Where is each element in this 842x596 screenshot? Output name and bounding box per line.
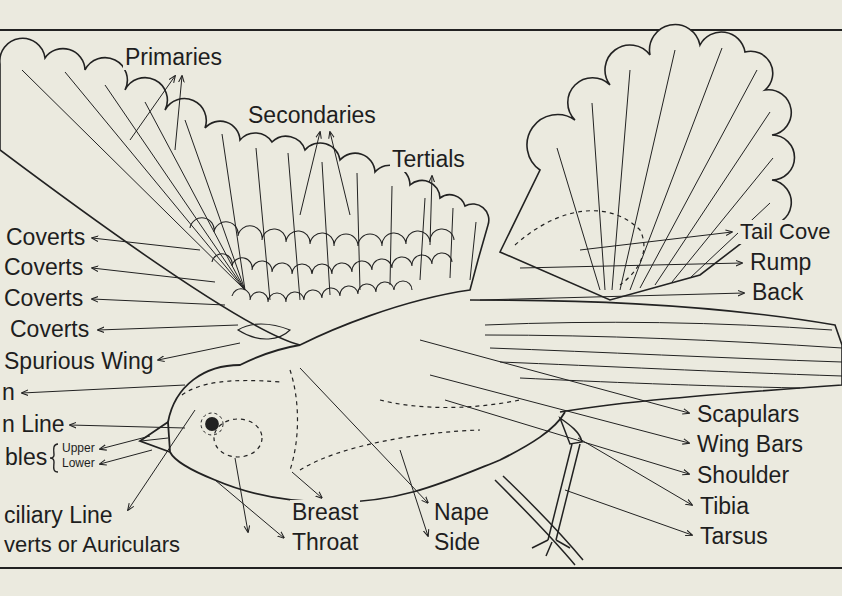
bird-body: [140, 345, 565, 502]
part-label: n: [0, 380, 17, 405]
bracket: [50, 444, 58, 472]
part-label: Shoulder: [695, 463, 791, 488]
part-label: verts or Auriculars: [2, 533, 182, 557]
part-label: Wing Bars: [695, 432, 805, 457]
part-label: Secondaries: [246, 103, 378, 128]
bracket-label: Lower: [60, 457, 97, 470]
part-label: Side: [432, 530, 482, 555]
part-label: Tertials: [390, 147, 467, 172]
part-label: Coverts: [2, 286, 85, 311]
part-label: Spurious Wing: [2, 349, 156, 374]
part-label: Primaries: [123, 45, 224, 70]
part-label: Rump: [748, 250, 813, 275]
part-label: n Line: [0, 412, 67, 437]
part-label: Nape: [432, 500, 491, 525]
tail: [470, 300, 842, 412]
part-label: Coverts: [4, 225, 87, 250]
part-label: Scapulars: [695, 402, 801, 427]
part-label: Back: [750, 280, 805, 305]
part-label: Coverts: [2, 255, 85, 280]
part-label: Throat: [290, 530, 360, 555]
part-label: Tibia: [698, 494, 751, 519]
spread-wing: [0, 38, 489, 345]
leader-lines: [22, 76, 744, 538]
part-label: Tarsus: [698, 524, 770, 549]
part-label: Coverts: [8, 317, 91, 342]
part-label: Breast: [290, 500, 360, 525]
bracket-label: Upper: [60, 442, 97, 455]
part-label: bles: [3, 445, 49, 470]
part-label: Tail Cove: [738, 220, 832, 244]
part-label: ciliary Line: [2, 503, 115, 528]
